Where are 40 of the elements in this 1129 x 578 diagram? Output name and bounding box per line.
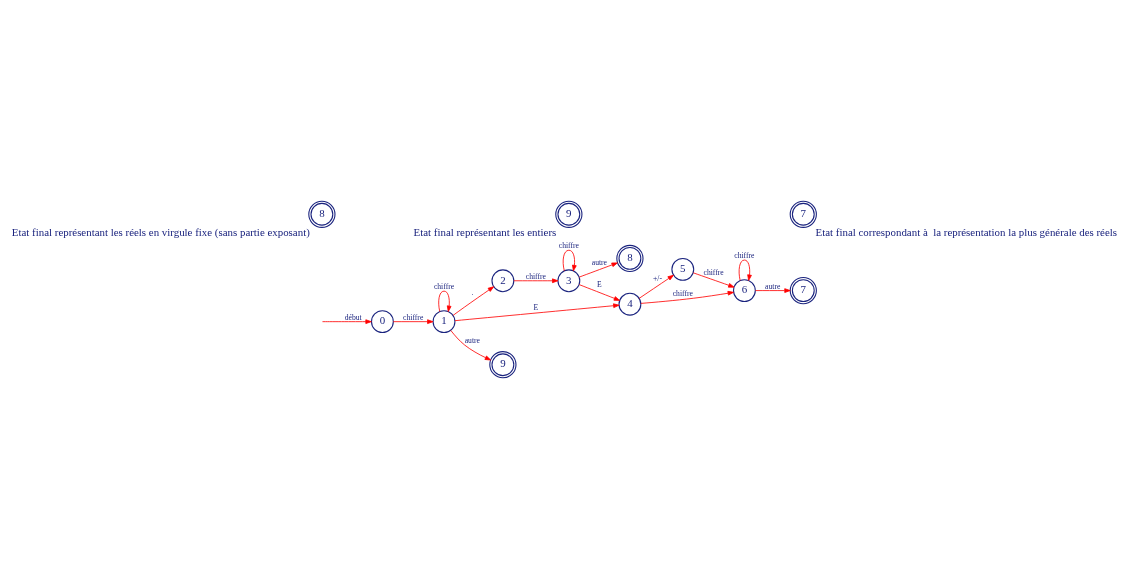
arrow [513,277,559,283]
edge-label: +/- [652,273,662,283]
arrow [578,283,621,301]
arrow [578,261,618,277]
arrow [692,271,735,288]
edge-label: E [533,302,539,312]
arrow [392,318,434,324]
arrow [322,318,372,324]
arrow [755,287,791,293]
edge-label: chiffre [433,281,455,291]
node-label: Etat final représentant les réels en virgule fixe (sans partie exposant) [11,225,310,238]
arrow [738,259,752,281]
edge-label: chiffre [703,267,724,277]
edge-label: autre [464,335,480,345]
edge-label: autre [765,281,781,291]
arrow [640,290,734,304]
arrow [638,274,674,299]
edge-label: chiffre [525,271,546,281]
node-label: Etat final représentant les entiers [413,225,557,238]
edge-label: chiffre [558,240,579,250]
node-circle: 5 [671,257,695,281]
edge-label: autre [591,257,608,267]
node-circle: 0 [370,309,394,333]
node-circle: 4 [618,292,642,316]
edge-label: chiffre [403,312,424,322]
node-circle: 2 [491,268,515,292]
node-label: Etat final correspondant à la représentation la plus générale des réels [815,225,1118,238]
node-circle: 3 [557,268,581,292]
node-circle: 6 [732,278,756,302]
node-circle: 1 [432,309,456,333]
arrow [452,285,495,316]
arrow [562,249,577,271]
arrow [450,329,492,360]
edge-label: E [597,279,602,289]
arrow [454,302,620,321]
edge-label: début [344,312,362,322]
edge-label: chiffre [672,288,693,298]
arrow [438,290,452,312]
edge-label: . [471,287,474,297]
edge-label: chiffre [734,250,755,260]
